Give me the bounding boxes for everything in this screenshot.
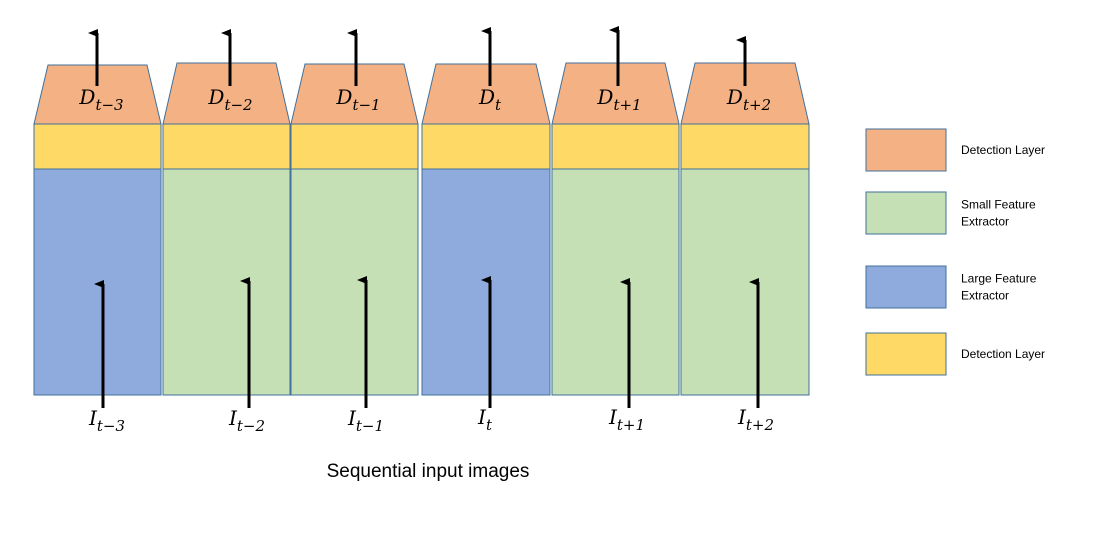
output-label-symbol: D [335, 85, 352, 109]
output-label-subscript: t+1 [613, 96, 641, 114]
input-image-label-subscript: t+1 [617, 416, 645, 434]
legend-label: Extractor [961, 215, 1009, 229]
detection-head-block [680, 62, 810, 125]
output-label-subscript: t−1 [352, 96, 380, 114]
legend-label: Small Feature [961, 198, 1036, 212]
input-image-label: It [477, 405, 493, 434]
legend-item: Detection Layer [865, 332, 1045, 376]
detection-head-block [551, 62, 680, 125]
large-feature-extractor-block [33, 168, 162, 396]
frame-column: Dt+2It+2 [680, 36, 810, 434]
input-image-label-subscript: t+2 [746, 416, 774, 434]
input-image-label: It−2 [228, 406, 265, 435]
output-label-symbol: D [78, 85, 95, 109]
input-image-label: It−1 [347, 406, 384, 435]
output-label-symbol: D [726, 85, 743, 109]
detection-layer-block [421, 123, 551, 170]
output-label: Dt−2 [207, 85, 252, 114]
large-feature-extractor-block [421, 168, 551, 396]
legend-swatch [865, 265, 947, 309]
detection-layer-block [33, 123, 162, 170]
frame-column: Dt−2It−2 [162, 29, 291, 435]
detection-layer-block [551, 123, 680, 170]
legend-item: Detection Layer [865, 128, 1045, 172]
small-feature-extractor-block [551, 168, 680, 396]
small-feature-extractor-block [290, 168, 419, 396]
input-image-label-symbol: I [737, 405, 747, 429]
input-image-label: It+2 [737, 405, 774, 434]
detection-layer-block [162, 123, 291, 170]
frame-column: Dt−1It−1 [290, 29, 419, 435]
frames-group: Dt−3It−3Dt−2It−2Dt−1It−1DtItDt+1It+1Dt+2… [33, 26, 810, 435]
output-label: Dt+2 [726, 85, 771, 114]
small-feature-extractor-block [162, 168, 291, 396]
output-label: Dt−1 [335, 85, 380, 114]
input-image-label-subscript: t−2 [237, 417, 265, 435]
detection-head-block [162, 62, 291, 125]
output-label-symbol: D [478, 85, 495, 109]
detection-layer-block [290, 123, 419, 170]
output-label-subscript: t [495, 96, 502, 114]
frame-column: Dt−3It−3 [33, 29, 162, 435]
input-image-label-subscript: t [486, 416, 493, 434]
output-label: Dt [478, 85, 502, 114]
detection-head-block [290, 63, 419, 125]
legend-swatch [865, 191, 947, 235]
legend-label: Large Feature [961, 272, 1037, 286]
output-label: Dt−3 [78, 85, 123, 114]
legend-swatch [865, 128, 947, 172]
diagram-caption: Sequential input images [327, 461, 530, 482]
output-label-symbol: D [596, 85, 613, 109]
input-image-label-symbol: I [608, 405, 618, 429]
input-image-label: It−3 [88, 406, 125, 435]
legend-label: Detection Layer [961, 143, 1045, 157]
output-label: Dt+1 [596, 85, 641, 114]
output-label-subscript: t−3 [95, 96, 123, 114]
frame-column: Dt+1It+1 [551, 26, 680, 434]
input-image-label-symbol: I [477, 405, 487, 429]
output-label-subscript: t−2 [224, 96, 252, 114]
detection-head-block [421, 63, 551, 125]
input-image-label-subscript: t−3 [97, 417, 125, 435]
input-image-label-symbol: I [228, 406, 238, 430]
input-image-label: It+1 [608, 405, 645, 434]
legend-label: Extractor [961, 289, 1009, 303]
output-label-symbol: D [207, 85, 224, 109]
small-feature-extractor-block [680, 168, 810, 396]
detection-layer-block [680, 123, 810, 170]
input-image-label-symbol: I [88, 406, 98, 430]
legend-label: Detection Layer [961, 347, 1045, 361]
output-label-subscript: t+2 [743, 96, 771, 114]
input-image-label-subscript: t−1 [356, 417, 384, 435]
detection-head-block [33, 64, 162, 125]
input-image-label-symbol: I [347, 406, 357, 430]
legend-swatch [865, 332, 947, 376]
